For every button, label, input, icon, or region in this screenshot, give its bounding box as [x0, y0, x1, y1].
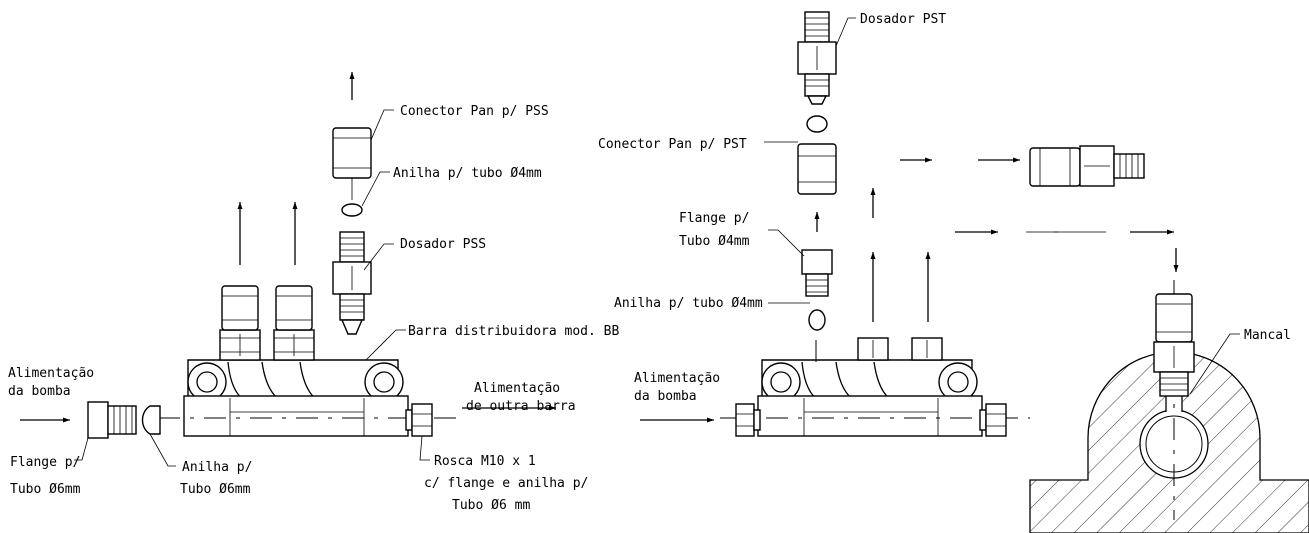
- label-rosca-2: c/ flange e anilha p/: [424, 476, 588, 491]
- label-mancal: Mancal: [1244, 328, 1291, 343]
- conector-pan-pss: [332, 127, 372, 179]
- dosador-pss: [332, 231, 372, 335]
- flange-6mm: [87, 401, 137, 439]
- label-flange-4mm-1: Flange p/: [679, 211, 749, 226]
- label-dosador-pss: Dosador PSS: [400, 237, 486, 252]
- label-alimentacao-bomba-left-1: Alimentação: [8, 366, 94, 381]
- conector-pan-pst: [797, 143, 837, 195]
- assembled-dosador-horizontal: [1029, 145, 1145, 187]
- label-alimentacao-outra-1: Alimentação: [474, 381, 560, 396]
- left-distribution-bar: [158, 359, 462, 437]
- label-conector-pst: Conector Pan p/ PST: [598, 137, 747, 152]
- label-alimentacao-bomba-right-2: da bomba: [634, 389, 697, 404]
- right-distribution-bar: [720, 337, 1030, 437]
- label-anilha-6mm-1: Anilha p/: [182, 460, 252, 475]
- label-anilha-6mm-2: Tubo Ø6mm: [180, 482, 251, 497]
- label-anilha-4mm-right: Anilha p/ tubo Ø4mm: [614, 296, 763, 311]
- label-rosca-1: Rosca M10 x 1: [434, 454, 536, 469]
- label-anilha-4mm-left: Anilha p/ tubo Ø4mm: [393, 166, 542, 181]
- mancal-dosador: [1153, 293, 1195, 397]
- label-flange-6mm-2: Tubo Ø6mm: [10, 482, 81, 497]
- label-alimentacao-bomba-right-1: Alimentação: [634, 371, 720, 386]
- flange-4mm: [801, 249, 833, 297]
- left-bar-fitting-2: [273, 285, 315, 361]
- anilha-6mm: [141, 405, 161, 435]
- anilha-4mm-left: [341, 203, 363, 217]
- label-rosca-3: Tubo Ø6 mm: [452, 498, 530, 513]
- anilha-4mm-top-right: [806, 115, 828, 133]
- label-flange-4mm-2: Tubo Ø4mm: [679, 234, 750, 249]
- label-flange-6mm-1: Flange p/: [10, 455, 80, 470]
- label-alimentacao-outra-2: de outra barra: [466, 399, 576, 414]
- dosador-pst: [797, 11, 837, 105]
- anilha-4mm-lower-right: [808, 309, 826, 331]
- left-bar-fitting-1: [219, 285, 261, 361]
- label-dosador-pst: Dosador PST: [860, 12, 946, 27]
- label-conector-pss: Conector Pan p/ PSS: [400, 104, 549, 119]
- label-alimentacao-bomba-left-2: da bomba: [8, 384, 71, 399]
- label-barra-distribuidora: Barra distribuidora mod. BB: [408, 324, 619, 339]
